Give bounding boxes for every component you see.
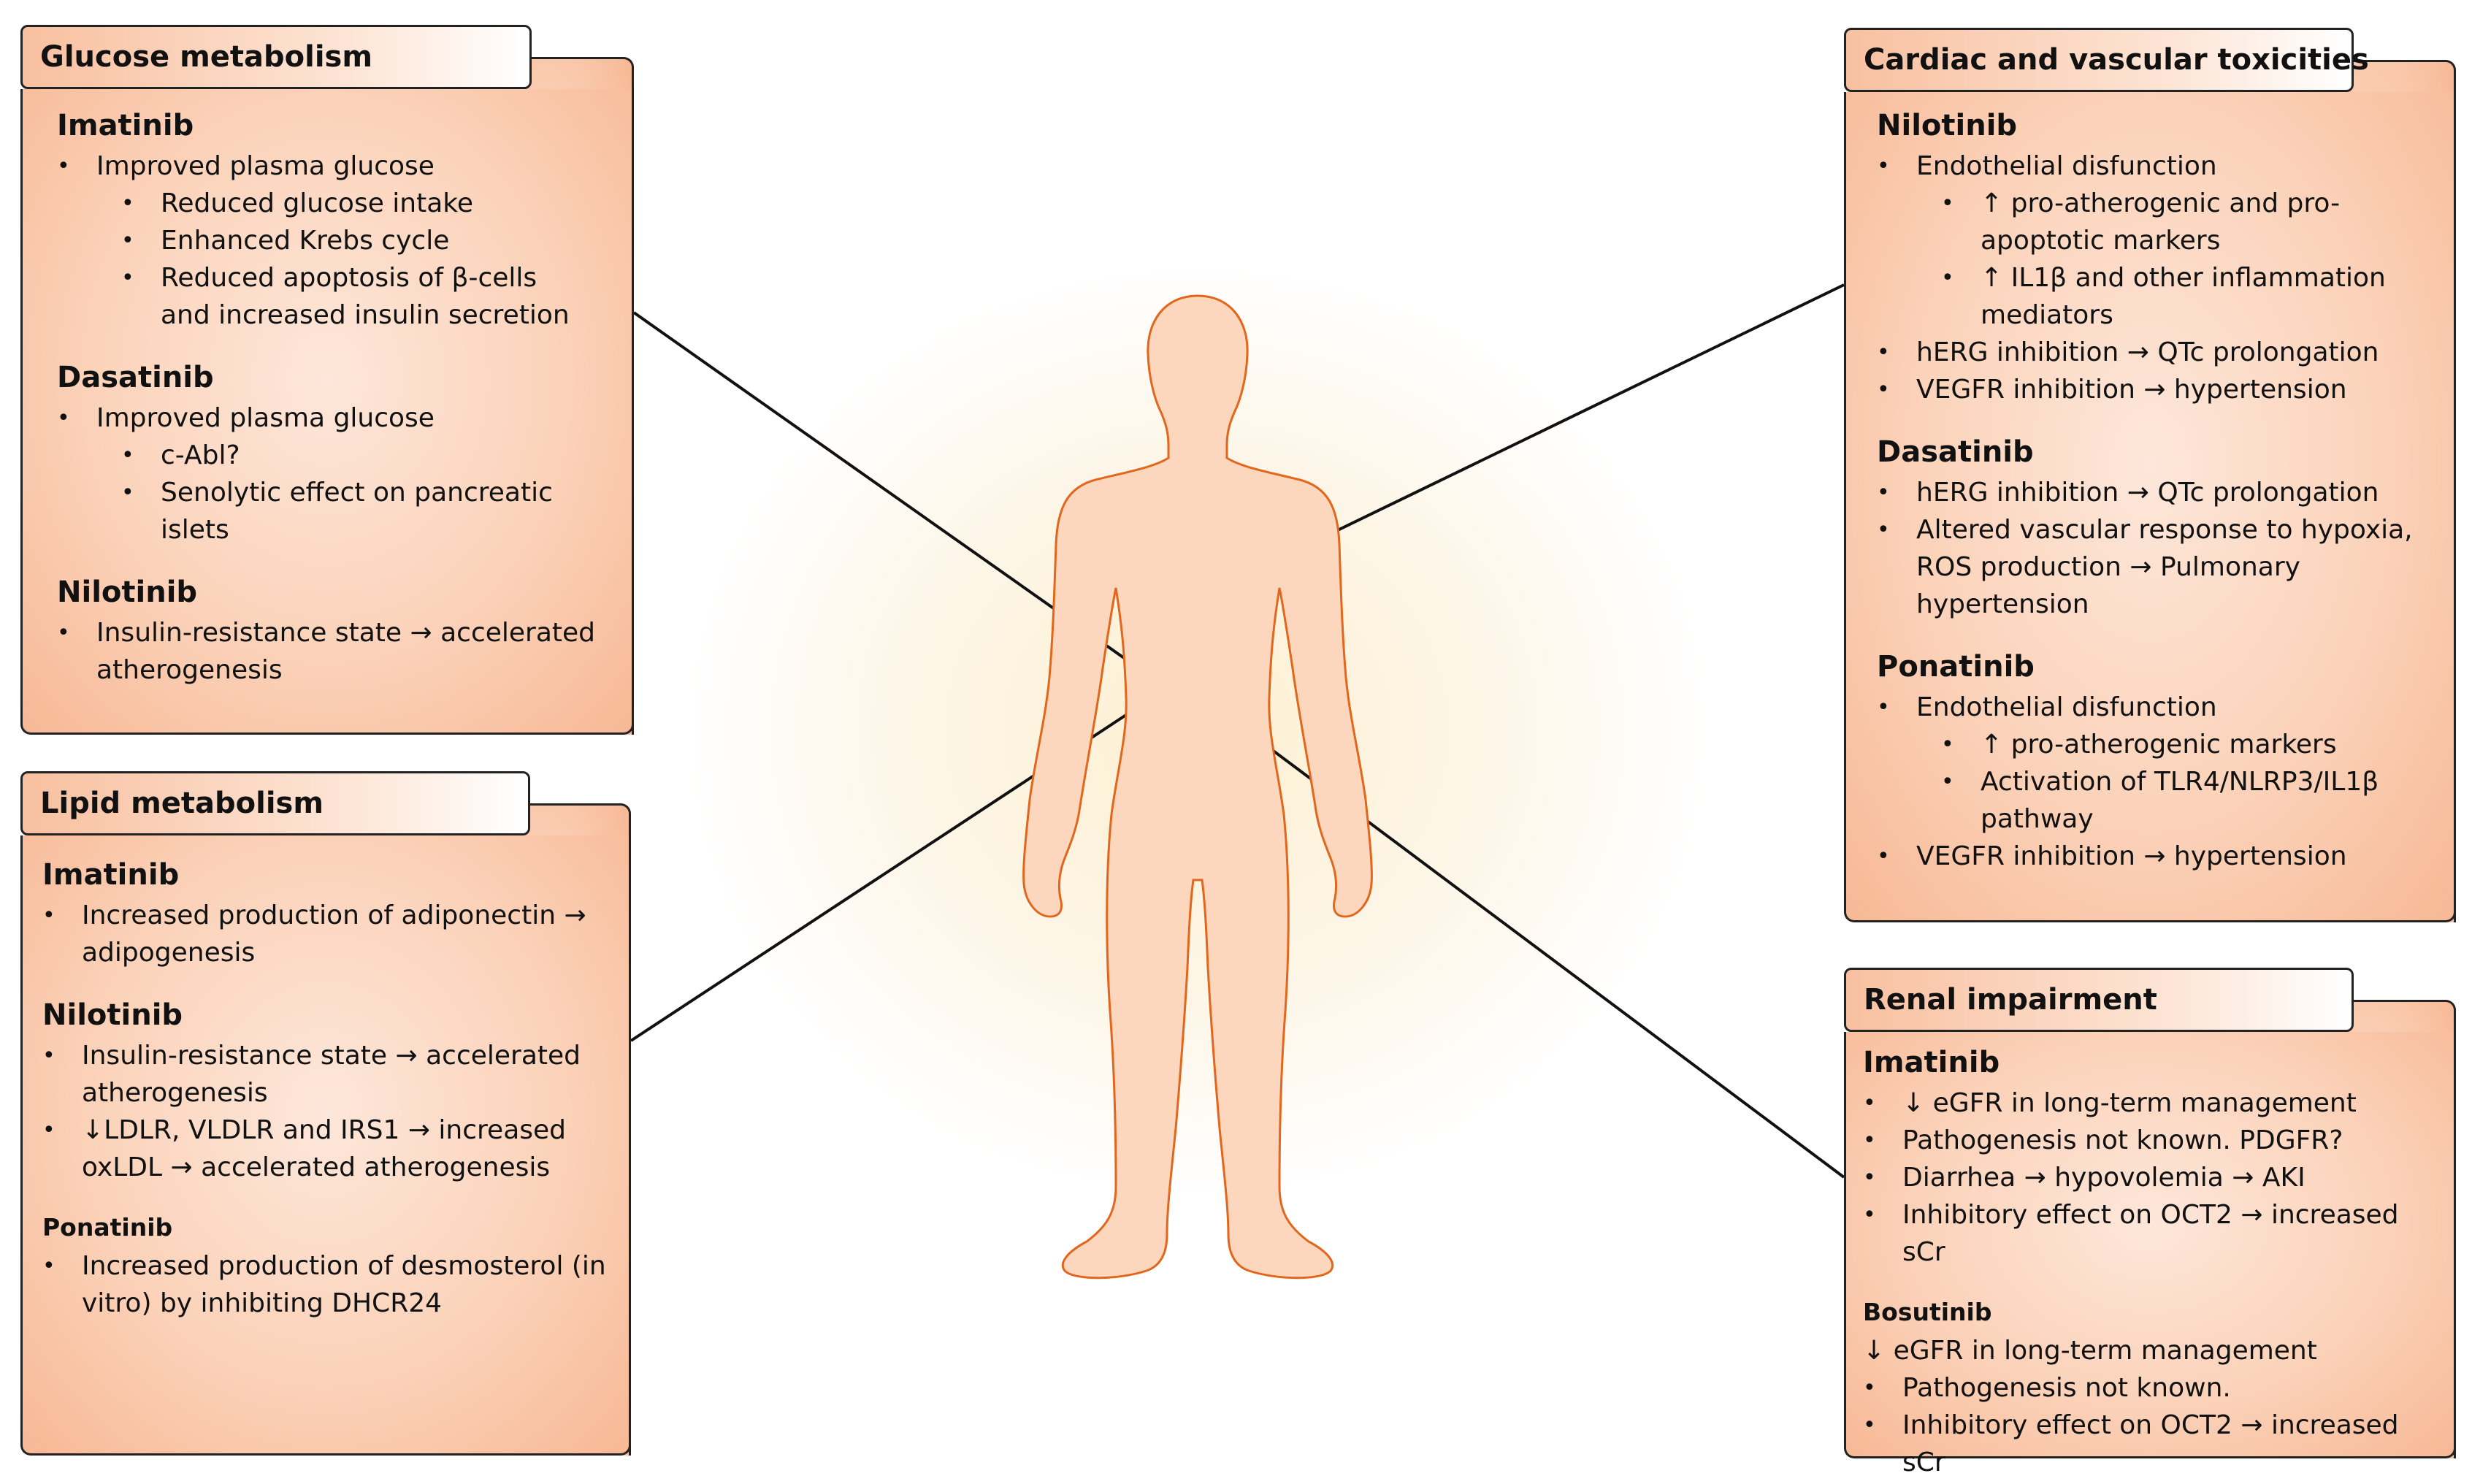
panel-glucose-metabolism: Glucose metabolism Imatinib Improved pla… [20,25,634,735]
list-item: Insulin-resistance state → accelerated a… [57,614,600,689]
list-item: Improved plasma glucose [57,399,619,437]
drug-name: Ponatinib [42,1213,173,1242]
list-item: hERG inhibition → QTc prolongation [1877,334,2441,371]
list-item: Increased production of desmosterol (in … [42,1247,608,1322]
list-item: Pathogenesis not known. PDGFR? [1863,1122,2441,1159]
list-item: Inhibitory effect on OCT2 → increased sC… [1863,1196,2428,1271]
list-item: Reduced apoptosis of β-cells and increas… [57,259,592,334]
list-item: Diarrhea → hypovolemia → AKI [1863,1159,2441,1196]
panel-renal-impairment: Renal impairment Imatinib ↓ eGFR in long… [1844,968,2456,1477]
list-item: Increased production of adiponectin → ad… [42,897,593,971]
panel-lipid-metabolism: Lipid metabolism Imatinib Increased prod… [20,771,631,1456]
list-item: Activation of TLR4/NLRP3/IL1β pathway [1877,763,2404,838]
list-item: ↑ IL1β and other inflammation mediators [1877,259,2411,334]
panel-title: Renal impairment [1844,968,2354,1032]
panel-title: Lipid metabolism [20,771,530,835]
list-item: ↑ pro-atherogenic markers [1877,726,2441,763]
human-body-silhouette-icon [1022,294,1373,1280]
list-item: ↓LDLR, VLDLR and IRS1 → increased oxLDL … [42,1112,593,1186]
list-item: Senolytic effect on pancreatic islets [57,474,619,548]
section-imatinib: Imatinib Improved plasma glucose Reduced… [57,104,619,334]
list-item: Improved plasma glucose [57,148,619,185]
list-item: Insulin-resistance state → accelerated a… [42,1037,593,1112]
panel-title: Glucose metabolism [20,25,532,89]
section-imatinib: Imatinib Increased production of adipone… [42,853,616,971]
drug-name: Ponatinib [1877,650,2035,684]
drug-name: Bosutinib [1863,1298,1992,1326]
drug-name: Nilotinib [42,998,183,1032]
list-item: ↓ eGFR in long-term management [1863,1085,2441,1122]
drug-name: Imatinib [42,858,180,892]
list-item: Pathogenesis not known. [1863,1369,2441,1407]
list-item: Endothelial disfunction [1877,148,2441,185]
panel-content: Imatinib ↓ eGFR in long-term management … [1863,1041,2441,1481]
panel-content: Imatinib Improved plasma glucose Reduced… [57,104,619,689]
list-item: Inhibitory effect on OCT2 → increased sC… [1863,1407,2441,1481]
section-nilotinib: Nilotinib Endothelial disfunction ↑ pro-… [1877,104,2441,408]
list-item: Reduced glucose intake [57,185,619,222]
section-dasatinib: Dasatinib Improved plasma glucose c-Abl?… [57,356,619,548]
panel-cardiac-vascular-toxicities: Cardiac and vascular toxicities Nilotini… [1844,28,2456,922]
list-item: c-Abl? [57,437,619,474]
drug-name: Nilotinib [57,575,198,609]
list-item: Altered vascular response to hypoxia, RO… [1877,511,2442,623]
connector-cardiac-to-chest [1248,283,1845,575]
drug-name: Nilotinib [1877,109,2018,142]
drug-name: Dasatinib [1877,435,2034,469]
section-nilotinib: Nilotinib Insulin-resistance state → acc… [42,993,616,1186]
list-item: Enhanced Krebs cycle [57,222,619,259]
drug-name: Imatinib [1863,1046,2000,1079]
panel-title: Cardiac and vascular toxicities [1844,28,2369,92]
list-item: Endothelial disfunction [1877,689,2441,726]
section-dasatinib: Dasatinib hERG inhibition → QTc prolonga… [1877,430,2441,623]
list-item: VEGFR inhibition → hypertension [1877,838,2441,875]
section-imatinib: Imatinib ↓ eGFR in long-term management … [1863,1041,2441,1271]
list-item: ↑ pro-atherogenic and pro-apoptotic mark… [1877,185,2375,259]
section-ponatinib: Ponatinib Increased production of desmos… [42,1208,616,1322]
list-item: VEGFR inhibition → hypertension [1877,371,2441,408]
section-nilotinib: Nilotinib Insulin-resistance state → acc… [57,570,619,689]
list-item: hERG inhibition → QTc prolongation [1877,474,2441,511]
panel-content: Nilotinib Endothelial disfunction ↑ pro-… [1877,104,2441,875]
drug-name: Imatinib [57,109,194,142]
list-item: ↓ eGFR in long-term management [1863,1336,2317,1366]
panel-content: Imatinib Increased production of adipone… [42,853,616,1322]
section-ponatinib: Ponatinib Endothelial disfunction ↑ pro-… [1877,645,2441,875]
drug-name: Dasatinib [57,361,214,394]
section-bosutinib: Bosutinib ↓ eGFR in long-term management… [1863,1293,2441,1481]
